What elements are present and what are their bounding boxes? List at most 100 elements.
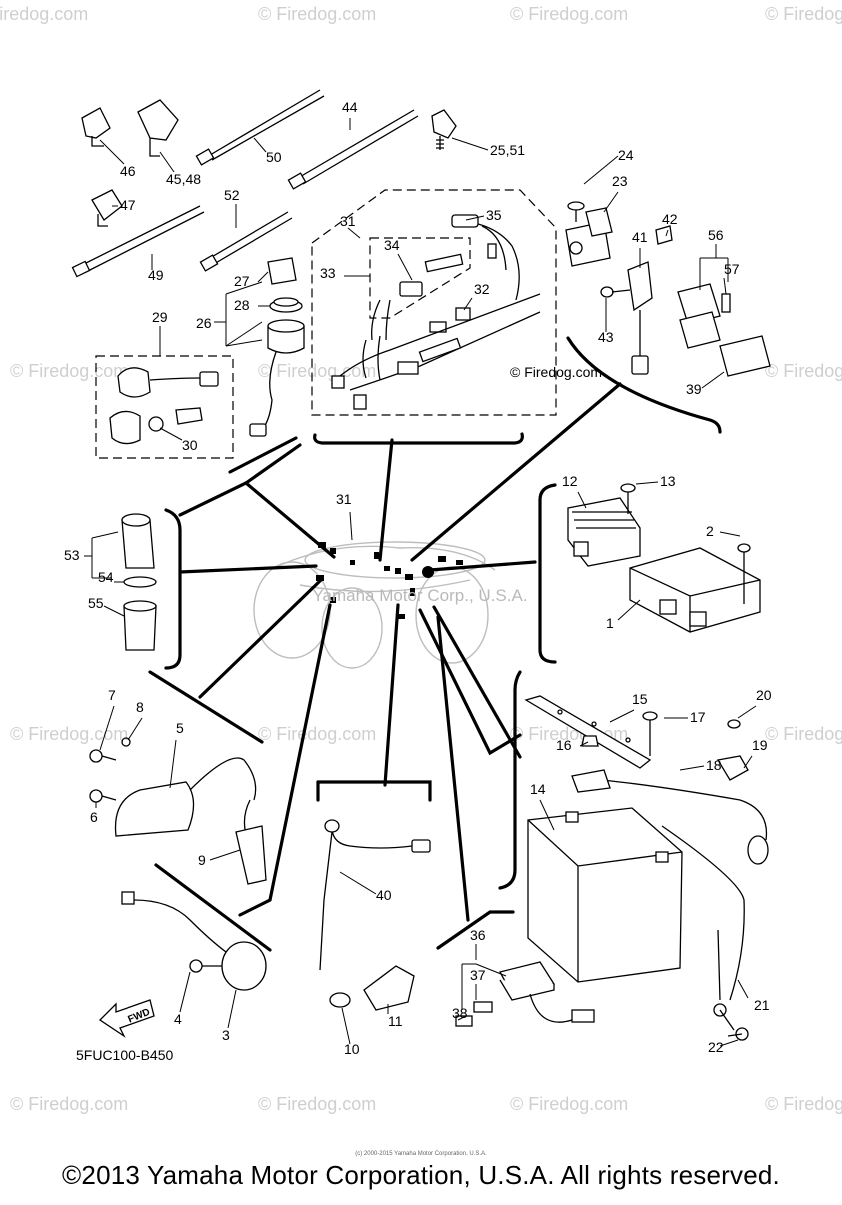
callout-number: 22 — [708, 1039, 724, 1055]
relay-assembly — [455, 961, 595, 1027]
callout-number: 33 — [320, 265, 336, 281]
callout-7: 7 — [99, 687, 116, 751]
parts — [71, 89, 771, 1041]
wire-clamp-45-48 — [137, 99, 179, 157]
callout-3: 3 — [222, 989, 237, 1043]
callout-number: 16 — [556, 737, 572, 753]
callout-36: 36 — [470, 927, 486, 943]
callout-24: 24 — [583, 147, 634, 185]
callout-34: 34 — [384, 237, 413, 281]
callout-leader — [635, 481, 659, 485]
callout-1: 1 — [606, 599, 641, 631]
callout-number: 20 — [756, 687, 772, 703]
watermark-text: © Firedog.com — [258, 1094, 376, 1114]
callout-16: 16 — [556, 737, 589, 753]
callout-31: 31 — [340, 213, 361, 239]
callout-22: 22 — [708, 1039, 739, 1055]
callout-leader — [723, 277, 727, 295]
callout-20: 20 — [737, 687, 772, 719]
callout-39: 39 — [686, 371, 725, 397]
copyright-small: (c) 2000-2015 Yamaha Motor Corporation, … — [355, 1151, 487, 1157]
callout-number: 37 — [470, 967, 486, 983]
vehicle-outline — [253, 541, 496, 669]
ignition-coil — [89, 737, 267, 885]
watermark-text: © Firedog.com — [258, 724, 376, 744]
harness-parts — [331, 214, 541, 410]
callout-31: 31 — [336, 491, 353, 541]
watermark-text: © Firedog.com — [258, 4, 376, 24]
callout-leader — [609, 709, 635, 723]
fuse-box — [677, 283, 771, 377]
callout-number: 13 — [660, 473, 676, 489]
callout-number: 30 — [182, 437, 198, 453]
watermark-layer: © Firedog.com © Firedog.com © Firedog.com ©… — [0, 4, 842, 1114]
fwd-arrow-icon — [98, 999, 155, 1038]
battery — [524, 695, 769, 1041]
callout-leader — [159, 151, 175, 173]
callout-number: 19 — [752, 737, 768, 753]
watermark-text: © Firedog.com — [765, 361, 842, 381]
callout-23: 23 — [603, 173, 628, 213]
callout-leader — [257, 271, 269, 283]
callout-number: 17 — [690, 709, 706, 725]
callout-number: 26 — [196, 315, 212, 331]
callout-21: 21 — [737, 979, 770, 1013]
wire-clamp-47 — [91, 189, 123, 227]
callout-number: 39 — [686, 381, 702, 397]
callout-number: 2 — [706, 523, 714, 539]
callout-17: 17 — [664, 709, 706, 725]
callout-leader — [451, 137, 489, 151]
callout-55: 55 — [88, 595, 125, 617]
callout-leader — [99, 705, 115, 751]
callout-leader — [465, 215, 485, 221]
lamp-assembly — [109, 367, 219, 445]
callout-4: 4 — [174, 971, 191, 1027]
callout-6: 6 — [90, 802, 98, 825]
callout-number: 21 — [754, 997, 770, 1013]
callout-number: 54 — [98, 569, 114, 585]
callout-10: 10 — [341, 1007, 360, 1057]
cdi-unit — [629, 543, 761, 633]
callout-leader — [349, 511, 353, 541]
watermark-text: © Firedog.com — [765, 1094, 842, 1114]
callout-brace — [225, 281, 263, 295]
accessory-socket — [121, 513, 157, 651]
callout-27: 27 — [234, 271, 269, 289]
group-brackets — [148, 336, 722, 952]
callout-leader — [679, 765, 705, 771]
neutral-switch — [319, 819, 431, 1011]
callout-leader — [603, 191, 619, 213]
cable-ties — [71, 89, 419, 278]
callout-35: 35 — [465, 207, 502, 223]
callout-brace — [91, 531, 119, 539]
watermark-text: © Firedog.com — [10, 361, 128, 381]
callout-number: 11 — [388, 1013, 403, 1029]
callout-43: 43 — [598, 298, 614, 345]
rectifier-regulator — [567, 483, 641, 567]
callout-number: 32 — [474, 281, 490, 297]
callout-leader — [179, 971, 191, 1013]
callout-number: 34 — [384, 237, 400, 253]
callout-number: 25,51 — [490, 142, 525, 158]
callout-number: 57 — [724, 261, 740, 277]
callout-leader — [665, 229, 669, 237]
watermark-text: © Firedog.com — [510, 4, 628, 24]
callout-30: 30 — [159, 427, 198, 453]
pickup-coil — [121, 891, 267, 991]
firedog-inline-label: © Firedog.com — [510, 364, 602, 380]
callout-15: 15 — [609, 691, 648, 723]
callout-number: 41 — [632, 229, 648, 245]
fuel-relay — [600, 225, 673, 375]
watermark-text: © Firedog.com — [510, 1094, 628, 1114]
callout-leader — [169, 739, 177, 789]
callout-29: 29 — [152, 309, 168, 325]
callout-number: 23 — [612, 173, 628, 189]
callout-38: 38 — [452, 1005, 468, 1021]
callout-45-48: 45,48 — [159, 151, 201, 187]
callout-11: 11 — [387, 1004, 403, 1029]
callout-5: 5 — [169, 720, 184, 789]
callout-number: 53 — [64, 547, 80, 563]
callout-46: 46 — [99, 139, 136, 179]
callout-leader — [347, 227, 361, 239]
